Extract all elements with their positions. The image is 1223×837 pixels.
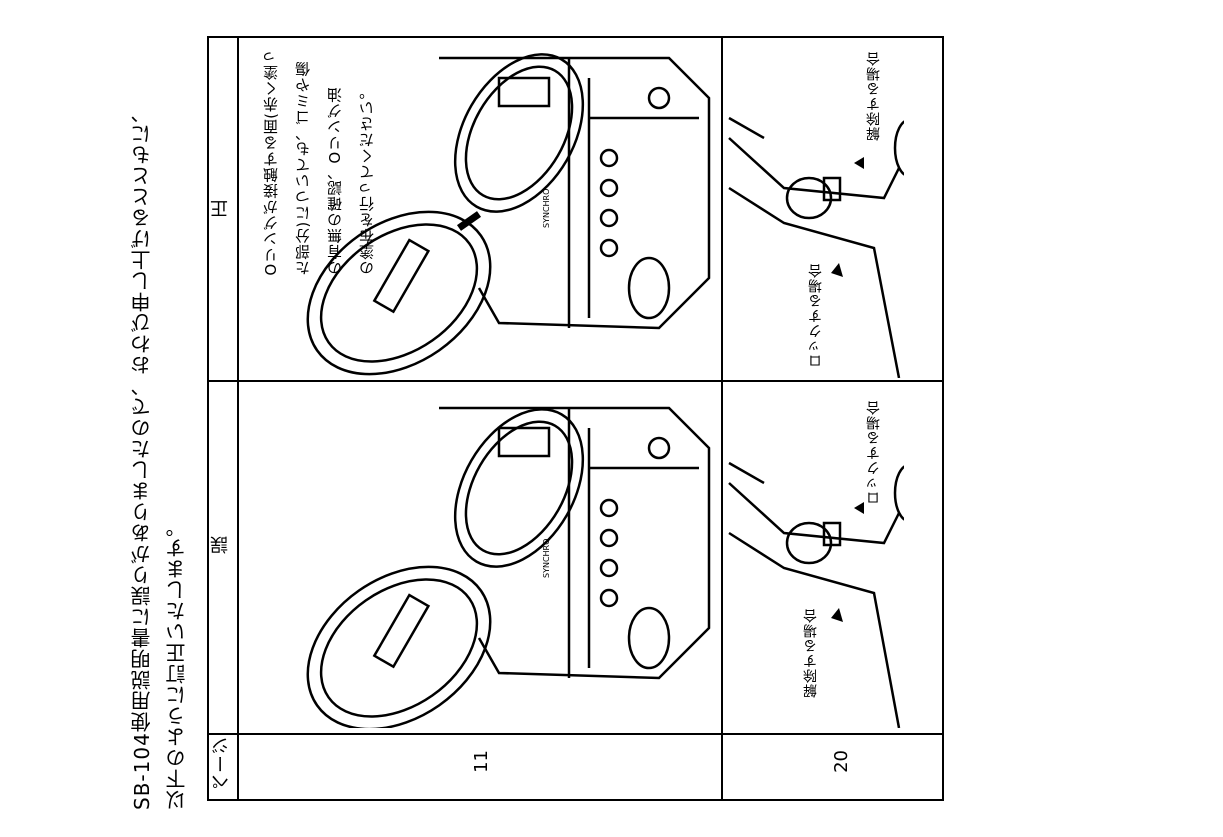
page-number-20: 20 xyxy=(833,750,851,773)
intro-line-1: SB-104使用説明書に誤りがありましたので、おわび申し上げるとともに、 xyxy=(132,150,152,810)
page-column-divider xyxy=(209,733,942,735)
header-divider xyxy=(237,38,239,799)
lock-arrow-icon xyxy=(831,263,843,277)
release-arrow-icon xyxy=(831,608,843,622)
release-arrow-icon xyxy=(854,157,864,169)
lock-arrow-icon xyxy=(854,502,864,514)
row-divider xyxy=(721,38,723,799)
synchro-label-wrong: SYNCHRO xyxy=(542,539,551,578)
correction-table: 正 誤 ページ 11 20 Oリングが接触する面(赤く塗っ た部分)についても、… xyxy=(207,36,944,801)
header-wrong: 誤 xyxy=(212,536,230,554)
intro-line-2: 以下のように訂正いたします。 xyxy=(167,340,187,810)
arm-lock-illustration-correct xyxy=(724,38,904,378)
synchro-label-correct: SYNCHRO xyxy=(542,189,551,228)
header-correct: 正 xyxy=(212,200,230,218)
column-divider xyxy=(209,380,942,382)
header-page: ページ xyxy=(213,737,231,791)
strobe-housing-illustration-wrong: SYNCHRO xyxy=(279,383,719,728)
arm-lock-illustration-wrong xyxy=(724,383,904,728)
strobe-housing-illustration-correct: SYNCHRO xyxy=(279,38,719,378)
page-number-11: 11 xyxy=(473,750,491,773)
